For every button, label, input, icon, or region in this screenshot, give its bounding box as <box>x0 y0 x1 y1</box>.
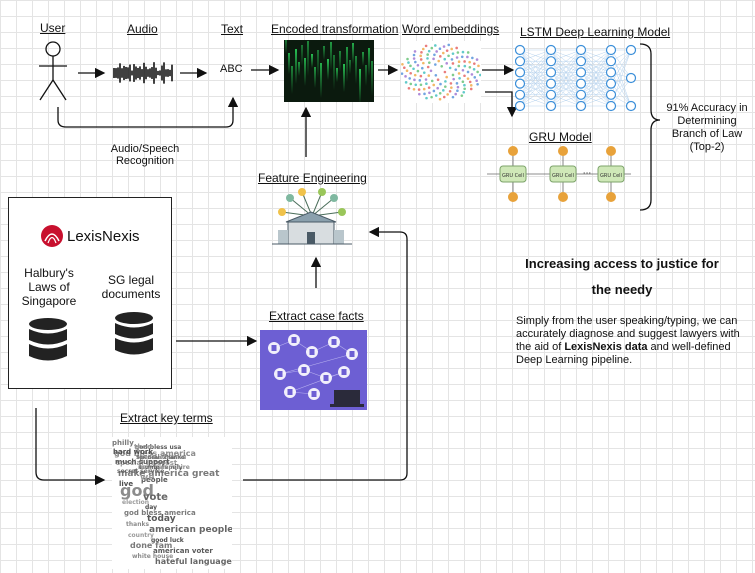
user-stick-figure-icon <box>39 41 67 101</box>
audio-label: Audio <box>127 22 158 36</box>
word-cloud-term: much support <box>115 458 170 467</box>
embeddings-label: Word embeddings <box>402 22 500 36</box>
description-part1: Simply from the user speaking/typing, we… <box>516 315 740 353</box>
user-label: User <box>40 21 66 35</box>
word-cloud-term: thee <box>134 443 152 451</box>
database-icon <box>29 318 67 361</box>
headline-line1: Increasing access to justice for <box>525 256 719 271</box>
word-cloud-term: people <box>141 475 168 484</box>
gru-label: GRU Model <box>529 130 592 144</box>
halsbury-label: Halbury's Laws of Singapore <box>21 266 77 308</box>
text-value: ABC <box>220 63 243 75</box>
accuracy-note: 91% Accuracy in Determining Branch of La… <box>666 102 748 153</box>
encoded-label: Encoded transformation <box>271 22 399 36</box>
word-cloud-term: country <box>128 531 154 539</box>
word-cloud-term: special thanks <box>136 453 185 461</box>
case-facts-image <box>260 330 367 410</box>
svg-text:GRU Cell: GRU Cell <box>600 173 622 179</box>
word-cloud-term: fox news channel <box>137 455 186 462</box>
word-embeddings-scatter <box>401 41 481 103</box>
text-label: Text <box>221 22 244 36</box>
word-cloud-term: day <box>145 503 158 511</box>
word-cloud-term: hateful language <box>155 557 232 567</box>
encoded-matrix-image <box>284 40 374 102</box>
accuracy-brace <box>639 43 661 211</box>
word-cloud-term: thanks <box>126 520 150 528</box>
word-cloud-term: vote <box>143 492 168 504</box>
svg-text:···: ··· <box>583 169 592 179</box>
headline-line2: the needy <box>591 282 653 297</box>
arrow-keyterms-feature <box>243 226 408 481</box>
word-cloud-term: god bless america <box>124 508 196 517</box>
svg-text:GRU Cell: GRU Cell <box>552 173 574 179</box>
word-cloud-term: hard work <box>113 448 153 457</box>
lstm-network-diagram <box>515 44 637 112</box>
gru-model-diagram: GRU Cell GRU Cell GRU Cell ··· <box>487 146 631 202</box>
word-cloud-term: we <box>140 473 155 484</box>
word-cloud-term: done fam <box>130 541 173 551</box>
word-cloud-term: special interest <box>116 459 178 468</box>
word-cloud-term: god bless usa <box>135 444 182 452</box>
word-cloud-term: god bless america <box>114 449 196 459</box>
database-icon <box>115 312 153 355</box>
audio-waveform-icon <box>113 62 173 84</box>
word-cloud-term: make america great <box>118 469 220 480</box>
description-bold: LexisNexis data <box>564 341 648 353</box>
word-cloud-term: god <box>120 481 154 501</box>
description-part2: and well-defined Deep Learning pipeline. <box>516 341 731 366</box>
brand-label: LexisNexis <box>67 228 140 245</box>
data-sources-box: LexisNexis Halbury's Laws of Singapore S… <box>8 197 172 389</box>
word-cloud-term: election <box>122 499 150 507</box>
arrow-embeddings-gru <box>485 91 518 118</box>
word-cloud-term: today <box>147 514 176 524</box>
description-text: Simply from the user speaking/typing, we… <box>516 315 746 367</box>
arrow-sources-keyterms <box>35 408 106 486</box>
speech-recognition-label: Audio/Speech Recognition <box>110 143 180 167</box>
word-cloud-term: secret service <box>117 468 165 476</box>
svg-text:GRU Cell: GRU Cell <box>502 173 524 179</box>
word-cloud-term: american voter <box>153 547 213 556</box>
word-cloud-term: trump family <box>139 464 183 472</box>
word-cloud-term: american people <box>149 525 232 536</box>
key-terms-label: Extract key terms <box>120 411 213 425</box>
lexisnexis-logo-icon <box>41 225 63 247</box>
word-cloud-term: white house <box>132 552 174 560</box>
feature-engineering-label: Feature Engineering <box>258 171 367 185</box>
lstm-label: LSTM Deep Learning Model <box>520 25 671 39</box>
word-cloud-term: good luck <box>151 536 184 544</box>
arrow-speech-recognition <box>57 96 239 128</box>
sg-legal-label: SG legal documents <box>101 273 161 301</box>
word-cloud-term: philly <box>112 439 134 447</box>
word-cloud-term: live <box>119 479 134 488</box>
word-cloud-term: new hampshire <box>138 463 190 471</box>
case-facts-label: Extract case facts <box>269 309 364 323</box>
building-icon <box>272 188 352 245</box>
